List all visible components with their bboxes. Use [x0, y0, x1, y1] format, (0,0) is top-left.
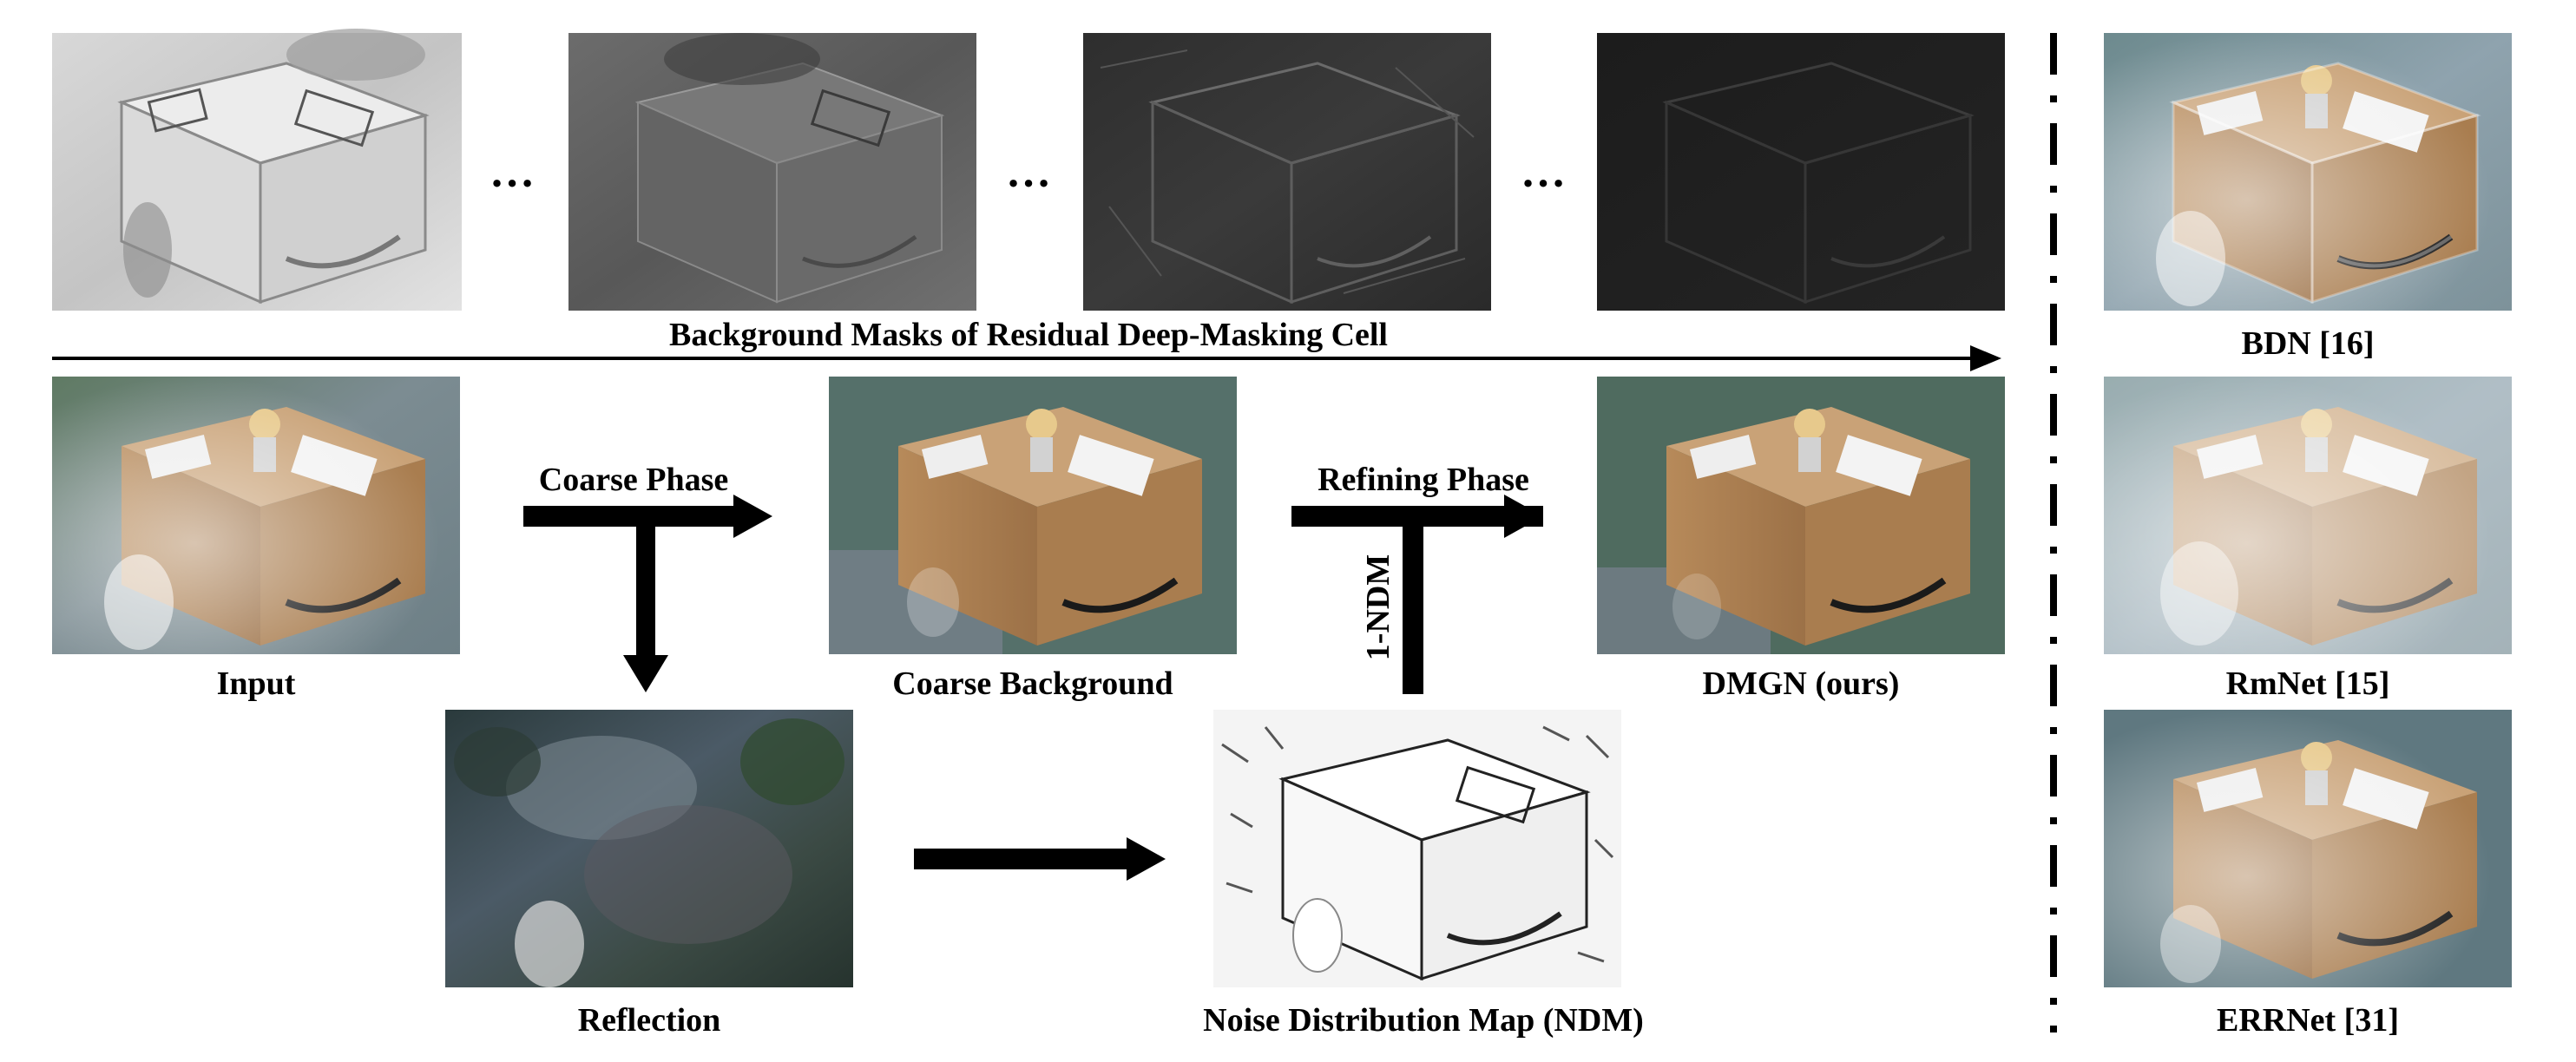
bdn-label: BDN [16] [2241, 325, 2374, 362]
coarse-phase-label: Coarse Phase [539, 462, 728, 498]
reflection-arrow [623, 516, 668, 692]
dmgn-output-image [1597, 377, 2005, 654]
refining-phase-label: Refining Phase [1318, 462, 1529, 498]
ellipsis-3: … [1521, 148, 1566, 197]
masks-progress-arrow [52, 345, 2001, 371]
mask-panel-1 [52, 29, 462, 311]
rmnet-image [2104, 377, 2512, 654]
mask-panel-4 [1597, 33, 2005, 311]
mask-panel-2 [568, 33, 976, 311]
coarse-background-label: Coarse Background [892, 665, 1173, 702]
one-minus-ndm-label: 1-NDM [1360, 554, 1396, 660]
ellipsis-1: … [490, 148, 535, 197]
ndm-image [1213, 710, 1621, 987]
reflection-to-ndm-arrow [914, 837, 1166, 881]
reflection-image [445, 710, 853, 987]
errnet-label: ERRNet [31] [2217, 1002, 2399, 1039]
bdn-image [2104, 33, 2512, 311]
mask-panel-3 [1083, 33, 1491, 311]
dmgn-label: DMGN (ours) [1703, 665, 1900, 702]
ndm-feedback-arrow [1403, 516, 1423, 694]
coarse-background-image [829, 377, 1237, 654]
reflection-label: Reflection [578, 1002, 721, 1039]
ellipsis-2: … [1006, 148, 1051, 197]
input-image [52, 377, 460, 654]
masks-caption: Background Masks of Residual Deep-Maskin… [669, 317, 1388, 353]
rmnet-label: RmNet [15] [2226, 665, 2390, 702]
errnet-image [2104, 710, 2512, 987]
ndm-label: Noise Distribution Map (NDM) [1203, 1002, 1644, 1039]
coarse-phase-arrow [523, 495, 772, 538]
input-label: Input [217, 665, 296, 702]
